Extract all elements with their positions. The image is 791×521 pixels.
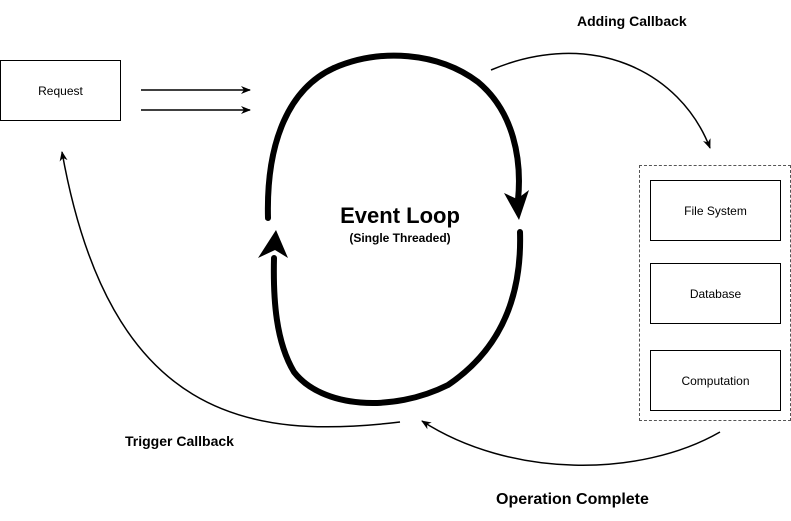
trigger-callback-arrow	[59, 151, 401, 428]
computation-box: Computation	[650, 350, 781, 411]
trigger-callback-label: Trigger Callback	[125, 433, 234, 449]
adding-callback-arrow	[490, 52, 711, 149]
event-loop-left-arc	[264, 65, 337, 221]
event-loop-title: Event Loop	[340, 203, 460, 228]
request-box: Request	[0, 60, 121, 121]
adding-callback-label: Adding Callback	[577, 13, 687, 29]
database-label: Database	[689, 286, 742, 301]
request-label: Request	[38, 83, 83, 98]
database-box: Database	[650, 263, 781, 324]
operation-complete-label: Operation Complete	[496, 491, 649, 508]
file-system-label: File System	[684, 203, 747, 218]
file-system-box: File System	[650, 180, 781, 241]
event-loop-bottom-arc	[270, 229, 524, 406]
event-loop-right-arc	[331, 52, 522, 203]
event-loop-subtitle: (Single Threaded)	[349, 231, 451, 245]
event-loop-left-arrowhead	[258, 230, 288, 258]
operation-complete-arrow	[421, 420, 721, 466]
event-loop-title-group: Event Loop (Single Threaded)	[300, 203, 500, 245]
event-loop-right-arrowhead	[504, 190, 529, 220]
computation-label: Computation	[681, 373, 750, 388]
